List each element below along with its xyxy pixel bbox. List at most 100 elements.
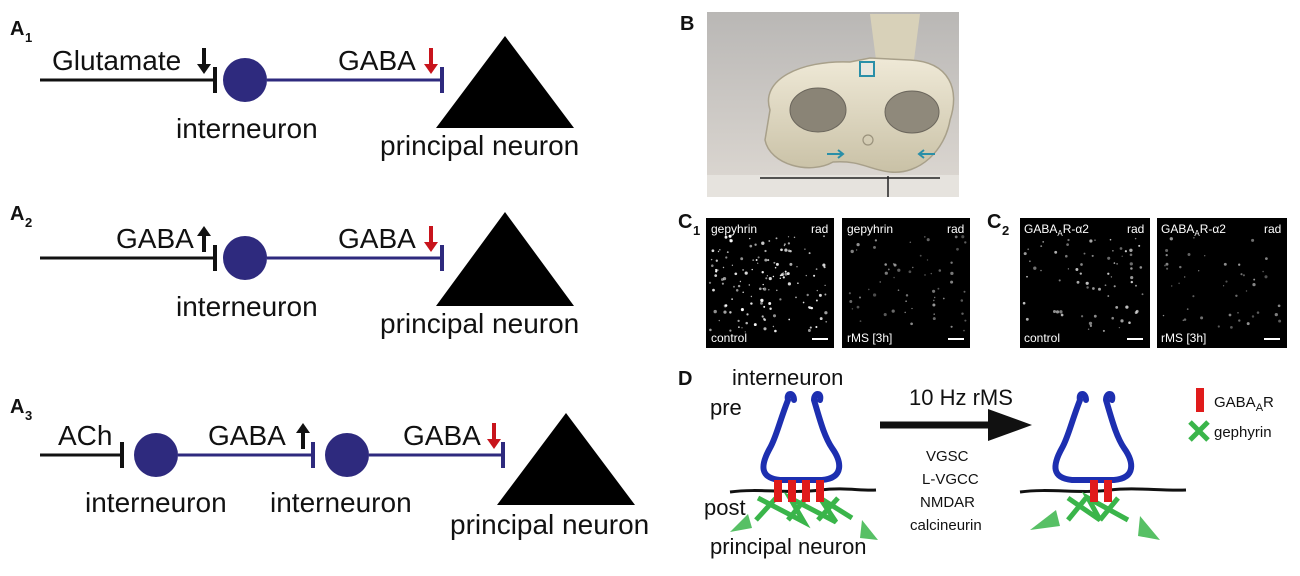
punctum — [1186, 308, 1189, 310]
marker-label: GABAAR-α2 — [1161, 222, 1226, 238]
panel-d: D interneuron pre post principal neuron … — [678, 365, 1274, 559]
punctum — [767, 259, 770, 262]
coil-logo-icon — [859, 61, 875, 77]
punctum — [788, 318, 791, 321]
punctum — [905, 294, 909, 297]
punctum — [776, 289, 778, 292]
punctum — [787, 249, 791, 253]
punctum — [1192, 236, 1195, 239]
punctum — [855, 249, 858, 251]
punctum — [772, 275, 775, 278]
punctum — [824, 311, 828, 315]
punctum — [1256, 311, 1260, 314]
punctum — [1183, 318, 1187, 321]
punctum — [809, 326, 812, 329]
interneuron-label: interneuron — [270, 487, 412, 518]
punctum — [930, 272, 933, 275]
punctum — [816, 289, 818, 292]
punctum — [961, 312, 964, 315]
punctum — [772, 325, 775, 328]
punctum — [1027, 248, 1030, 251]
punctum — [815, 325, 818, 329]
legend: GABAAR gephyrin — [1188, 388, 1274, 442]
punctum — [715, 270, 718, 273]
punctum — [1118, 326, 1121, 329]
gaba-a-receptors — [774, 480, 824, 502]
punctum — [1238, 263, 1241, 266]
punctum — [1059, 310, 1063, 314]
arrow-down-icon — [197, 48, 211, 74]
gaba-label: GABA — [338, 45, 416, 76]
punctum — [1277, 304, 1281, 308]
punctum — [1121, 255, 1123, 257]
marker-label: gepyhrin — [847, 222, 893, 236]
punctum — [1113, 262, 1116, 264]
punctum — [739, 280, 742, 283]
punctum — [1252, 282, 1256, 287]
puncta — [848, 235, 967, 332]
punctum — [723, 310, 727, 314]
punctum — [784, 248, 788, 252]
punctum — [741, 327, 743, 329]
punctum — [1058, 279, 1061, 282]
punctum — [735, 289, 739, 292]
punctum — [761, 271, 764, 274]
region-label: rad — [947, 222, 964, 236]
interneuron-soma — [325, 433, 369, 477]
punctum — [762, 317, 766, 320]
punctum — [734, 272, 738, 276]
coil-left-hole — [789, 87, 847, 133]
punctum — [808, 306, 812, 310]
punctum — [825, 320, 828, 323]
panel-label: A — [10, 396, 24, 418]
micrograph — [1020, 218, 1150, 348]
punctum — [908, 270, 912, 274]
punctum — [963, 329, 965, 332]
punctum — [1079, 272, 1082, 275]
post-label: post — [704, 495, 746, 520]
punctum — [1204, 255, 1206, 257]
region-label: rad — [811, 222, 828, 236]
punctum — [721, 282, 724, 285]
punctum — [740, 308, 744, 312]
punctum — [782, 272, 784, 274]
punctum — [1088, 321, 1093, 326]
punctum — [1200, 316, 1204, 320]
panel-sublabel: 1 — [693, 223, 700, 238]
panel-a2: A 2 GABA GABA interneuron principal neur… — [10, 203, 579, 339]
punctum — [1102, 329, 1105, 332]
punctum — [879, 281, 881, 283]
punctum — [960, 299, 964, 302]
punctum — [938, 269, 942, 272]
punctum — [819, 317, 823, 321]
punctum — [761, 241, 765, 245]
panel-c2: C 2 GABAAR-α2 rad control GABAAR-α2 rad … — [987, 211, 1287, 348]
punctum — [909, 241, 912, 244]
punctum — [1022, 301, 1026, 305]
punctum — [932, 289, 936, 293]
gephyrin-legend-icon — [1188, 420, 1210, 442]
punctum — [744, 271, 748, 275]
punctum — [1187, 253, 1191, 256]
punctum — [1238, 319, 1241, 322]
punctum — [1104, 284, 1107, 287]
punctum — [713, 309, 717, 314]
receptor-legend-swatch — [1196, 388, 1204, 412]
stimulation-label: 10 Hz rMS — [909, 385, 1013, 410]
punctum — [1093, 314, 1097, 318]
interneuron-soma — [223, 58, 267, 102]
punctum — [1025, 317, 1029, 321]
punctum — [1129, 248, 1133, 252]
punctum — [745, 321, 748, 325]
punctum — [849, 300, 853, 303]
punctum — [1134, 237, 1137, 240]
punctum — [891, 309, 895, 313]
punctum — [815, 299, 818, 302]
punctum — [937, 287, 940, 290]
punctum — [1166, 267, 1169, 270]
punctum — [715, 268, 718, 271]
principal-neuron-label: principal neuron — [450, 509, 649, 540]
arrow-right-icon — [988, 409, 1032, 441]
punctum — [1026, 275, 1028, 278]
punctum — [762, 288, 764, 290]
